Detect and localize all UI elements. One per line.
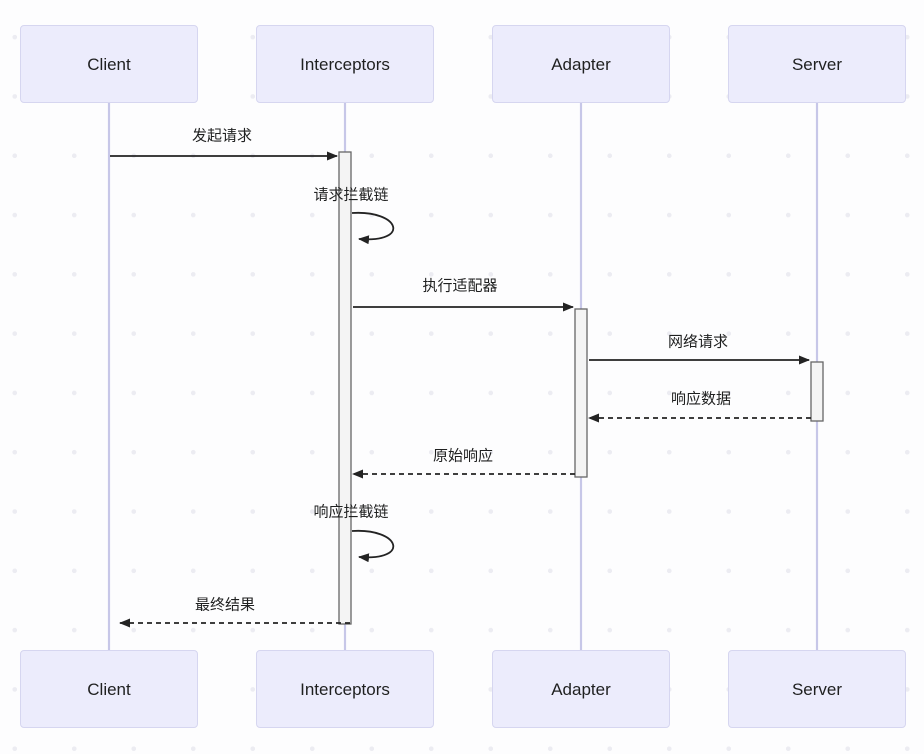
activation-bar-adapter — [574, 308, 588, 478]
activation-bar-server — [810, 361, 824, 422]
actor-label-adapter: Adapter — [551, 54, 611, 74]
self-loop-path-7 — [351, 530, 394, 563]
actor-box-bottom-adapter[interactable]: Adapter — [492, 650, 670, 728]
activations-group — [338, 151, 824, 625]
message-label-3: 执行适配器 — [422, 277, 498, 295]
message-label-6: 原始响应 — [432, 447, 494, 465]
message-label-7: 响应拦截链 — [313, 503, 389, 521]
activation-bar-interceptors — [338, 151, 352, 625]
message-label-4: 网络请求 — [667, 333, 729, 351]
self-loop-path-2 — [351, 212, 394, 245]
message-arrow-2-self-loop — [351, 212, 394, 245]
actor-box-top-adapter[interactable]: Adapter — [492, 25, 670, 103]
actor-box-top-client[interactable]: Client — [20, 25, 198, 103]
actor-label-client: Client — [87, 54, 131, 74]
actor-label-bottom-interceptors: Interceptors — [300, 679, 390, 699]
actor-box-bottom-client[interactable]: Client — [20, 650, 198, 728]
lifelines-group — [107, 103, 819, 651]
actor-label-bottom-client: Client — [87, 679, 131, 699]
message-label-2: 请求拦截链 — [313, 186, 389, 204]
message-label-5: 响应数据 — [670, 390, 732, 408]
message-arrow-7-self-loop — [351, 530, 394, 563]
actor-box-top-server[interactable]: Server — [728, 25, 906, 103]
actor-box-bottom-interceptors[interactable]: Interceptors — [256, 650, 434, 728]
actor-label-bottom-adapter: Adapter — [551, 679, 611, 699]
actor-box-top-interceptors[interactable]: Interceptors — [256, 25, 434, 103]
actor-label-server: Server — [791, 54, 843, 74]
actor-label-bottom-server: Server — [791, 679, 843, 699]
actor-box-bottom-server[interactable]: Server — [728, 650, 906, 728]
actor-label-interceptors: Interceptors — [300, 54, 390, 74]
message-label-1: 发起请求 — [191, 127, 253, 145]
message-label-8: 最终结果 — [194, 596, 256, 614]
